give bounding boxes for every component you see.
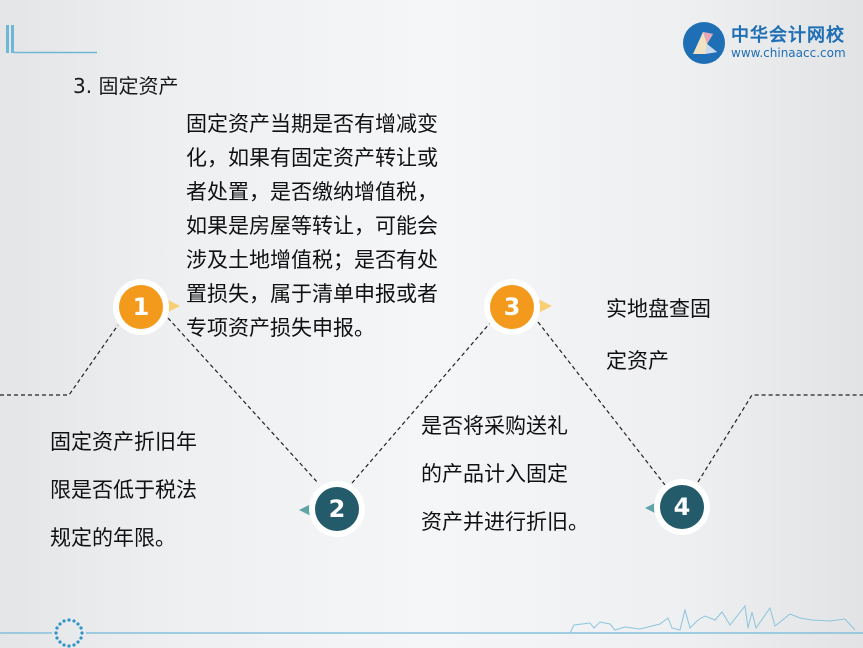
chinaacc-logo-icon	[683, 22, 725, 64]
header-decoration	[6, 25, 97, 54]
step-1-number: 1	[119, 285, 163, 329]
step-3-text: 实地盘查固 定资产	[606, 297, 711, 373]
step-4-node: 4	[654, 479, 710, 535]
step-4-number: 4	[660, 485, 704, 529]
step-1-node: 1	[113, 279, 169, 335]
step-1-text: 固定资产当期是否有增减变 化，如果有固定资产转让或 者处置，是否缴纳增值税， 如…	[186, 112, 438, 340]
step-2-node: 2	[309, 481, 365, 537]
logo-url: www.chinaacc.com	[731, 46, 846, 60]
step-3-number: 3	[490, 285, 534, 329]
step-2-text: 固定资产折旧年 限是否低于税法 规定的年限。	[50, 430, 197, 550]
step-3-node: 3	[484, 279, 540, 335]
logo: 中华会计网校 www.chinaacc.com	[683, 22, 846, 64]
logo-name: 中华会计网校	[731, 25, 845, 46]
section-title: 3. 固定资产	[73, 74, 179, 98]
step-4-text: 是否将采购送礼 的产品计入固定 资产并进行折旧。	[421, 414, 589, 534]
step-2-number: 2	[315, 487, 359, 531]
